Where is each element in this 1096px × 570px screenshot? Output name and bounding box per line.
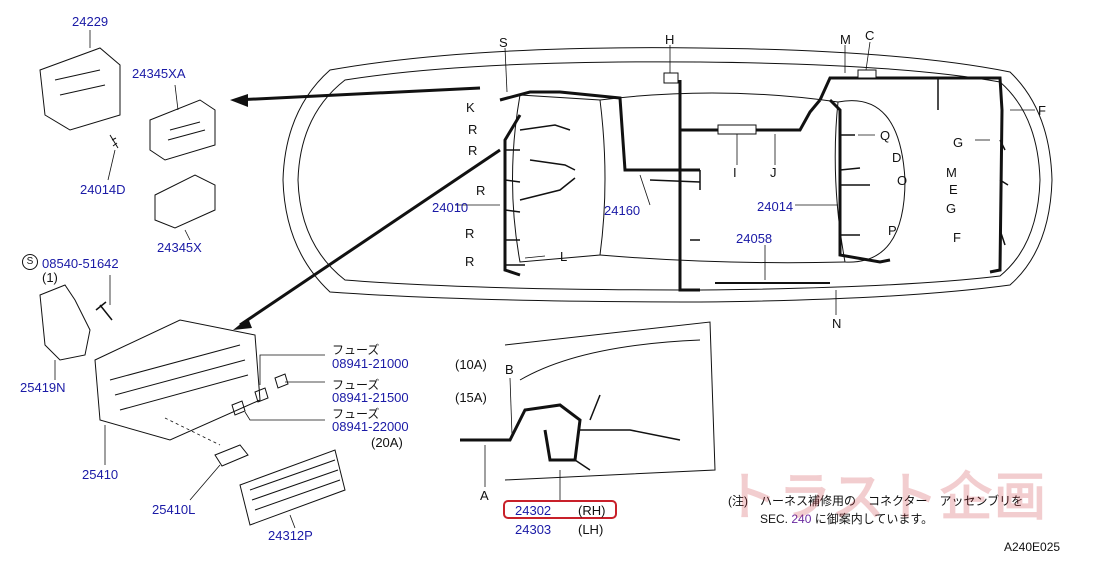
vehicle-outline xyxy=(282,47,1053,303)
harness-center xyxy=(678,80,700,292)
screw-24014D xyxy=(109,134,119,149)
callout-M1: M xyxy=(840,32,851,47)
note-line2-rest: に御案内しています。 xyxy=(814,512,934,526)
callout-G1: G xyxy=(953,135,964,150)
rear-glass xyxy=(834,100,906,263)
fuse-block-25410 xyxy=(94,319,261,441)
bracket-24229 xyxy=(39,47,121,131)
fuse-icon-15A xyxy=(254,387,269,403)
label-rating-15A: (15A) xyxy=(455,390,487,405)
fuse-label-3: フューズ xyxy=(332,407,380,421)
label-fuse1: 08941-21000 xyxy=(332,356,409,371)
label-24303: 24303 xyxy=(515,522,552,537)
note-sec-link[interactable]: 240 xyxy=(791,512,812,526)
figure-code: A240E025 xyxy=(1004,540,1061,554)
callout-R4: R xyxy=(465,226,475,241)
label-rh: (RH) xyxy=(578,503,606,518)
label-25410L: 25410L xyxy=(152,502,196,517)
label-sheet-24312P xyxy=(239,449,346,526)
callout-F2: F xyxy=(953,230,961,245)
callout-O: O xyxy=(897,173,908,188)
callout-M2: M xyxy=(946,165,957,180)
label-fuse3-rating: (20A) xyxy=(371,435,403,450)
callout-E: E xyxy=(949,182,958,197)
harness-rear xyxy=(828,98,891,264)
fuse-label-2: フューズ xyxy=(332,378,380,392)
connector-C xyxy=(857,69,877,79)
callout-R3: R xyxy=(476,183,486,198)
callout-L: L xyxy=(560,249,568,264)
label-24160: 24160 xyxy=(604,203,641,218)
callout-P: P xyxy=(888,223,897,238)
vehicle-inner-outline xyxy=(297,61,1041,291)
note-line1: (注) ハーネス補修用の コネクター アッセンブリを xyxy=(728,494,1024,508)
door-outline xyxy=(504,321,716,481)
cover-24345XA xyxy=(149,99,216,161)
harness-right-loop xyxy=(818,76,1004,274)
harness-24010 xyxy=(503,114,522,277)
door-window xyxy=(519,339,701,381)
callout-S: S xyxy=(499,35,508,50)
callout-K: K xyxy=(466,100,475,115)
label-bolt-qty: (1) xyxy=(42,270,58,285)
label-rating-10A: (10A) xyxy=(455,357,487,372)
label-fuse3: 08941-22000 xyxy=(332,419,409,434)
callout-R5: R xyxy=(465,254,475,269)
callout-R2: R xyxy=(468,143,478,158)
callout-F1: F xyxy=(1038,103,1046,118)
roof-line-top xyxy=(599,92,839,103)
callout-N: N xyxy=(832,316,842,331)
fuse-puller-25410L xyxy=(214,444,249,467)
fuse-label-1: フューズ xyxy=(332,343,380,357)
roof-line-bottom xyxy=(599,254,846,264)
fuse-icon-10A xyxy=(274,373,289,389)
callout-H: H xyxy=(665,32,675,47)
highlight-box-24302 xyxy=(503,500,617,519)
windshield-left xyxy=(512,94,606,263)
fuse-icon-20A xyxy=(231,400,246,416)
callout-C: C xyxy=(865,28,875,43)
callout-G2: G xyxy=(946,201,957,216)
callout-A: A xyxy=(480,488,489,503)
connector-I xyxy=(717,124,757,135)
callout-B: B xyxy=(505,362,514,377)
callout-D: D xyxy=(892,150,902,165)
clip-24345X xyxy=(154,174,216,229)
note-line2: SEC. 240 に御案内しています。 xyxy=(760,510,933,527)
harness-24160 xyxy=(499,90,700,172)
connector-H xyxy=(663,72,679,84)
label-25419N: 25419N xyxy=(20,380,66,395)
callout-J: J xyxy=(770,165,777,180)
label-24058: 24058 xyxy=(736,231,773,246)
callout-I: I xyxy=(733,165,737,180)
label-24010: 24010 xyxy=(432,200,469,215)
callout-R1: R xyxy=(468,122,478,137)
label-24014: 24014 xyxy=(757,199,794,214)
label-24302: 24302 xyxy=(515,503,552,518)
label-24014D: 24014D xyxy=(80,182,126,197)
watermark-logo: トラスト企画 xyxy=(725,467,1048,528)
note-sec: SEC. xyxy=(760,512,789,526)
harness-24302 xyxy=(460,403,582,462)
label-24312P: 24312P xyxy=(268,528,313,543)
label-24345X: 24345X xyxy=(157,240,202,255)
label-24229: 24229 xyxy=(72,14,109,29)
label-fuse2: 08941-21500 xyxy=(332,390,409,405)
label-25410: 25410 xyxy=(82,467,119,482)
callout-Q: Q xyxy=(880,128,891,143)
label-lh: (LH) xyxy=(578,522,604,537)
symbol-s-icon: S xyxy=(22,254,38,270)
label-bolt: 08540-51642 xyxy=(42,256,119,271)
label-24345XA: 24345XA xyxy=(132,66,186,81)
bracket-25419N xyxy=(39,284,91,361)
bolt-08540 xyxy=(95,301,113,321)
